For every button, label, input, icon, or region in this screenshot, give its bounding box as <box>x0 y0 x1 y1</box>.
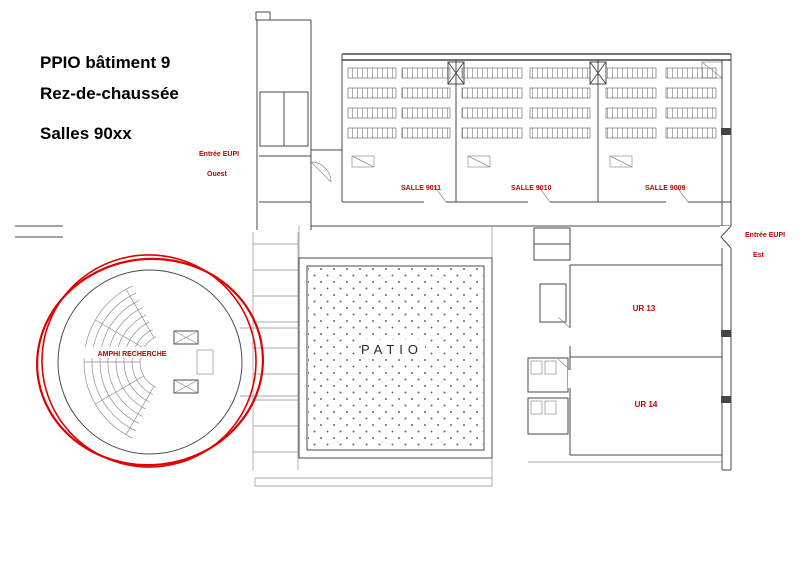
title-line-3: Salles 90xx <box>40 124 132 143</box>
patio: PATIO <box>298 257 493 459</box>
title-block: PPIO bâtiment 9 Rez-de-chaussée Salles 9… <box>40 53 179 143</box>
amphi-stage-boxes <box>173 330 214 394</box>
left-wing <box>255 11 312 230</box>
amphi-annotation-circle <box>36 254 264 468</box>
main-corridor <box>15 225 731 258</box>
amphi-label: AMPHI RECHERCHE <box>98 351 167 358</box>
stairs-and-wc <box>527 227 571 435</box>
ur13-label: UR 13 <box>633 304 656 313</box>
ur14-label: UR 14 <box>635 400 658 409</box>
salle-9010-label: SALLE 9010 <box>511 185 552 192</box>
entree-est-label-line1: Entrée EUPI <box>745 232 785 239</box>
desk-rows-salle-9011 <box>347 67 451 139</box>
salle-9011-label: SALLE 9011 <box>401 185 441 192</box>
entree-est-label-line2: Est <box>753 252 765 259</box>
amphitheatre: AMPHI RECHERCHE <box>57 269 243 455</box>
entree-ouest-label-line2: Ouest <box>207 171 228 178</box>
ur-rooms <box>557 264 723 456</box>
bottom-walls <box>254 458 722 487</box>
ramp-strip <box>240 232 299 470</box>
title-line-1: PPIO bâtiment 9 <box>40 53 170 72</box>
desk-rows-salle-9010 <box>461 67 591 139</box>
room-labels: SALLE 9011 SALLE 9010 SALLE 9009 UR 13 U… <box>401 185 686 409</box>
east-entrance-arrow-icon <box>720 225 732 249</box>
salle-9009-label: SALLE 9009 <box>645 185 686 192</box>
entree-ouest-label-line1: Entrée EUPI <box>199 151 239 158</box>
patio-label: PATIO <box>361 342 423 357</box>
classrooms-block <box>341 53 731 203</box>
amphi-seating-arcs <box>83 285 157 439</box>
desk-rows-salle-9009 <box>605 67 717 139</box>
title-line-2: Rez-de-chaussée <box>40 84 179 103</box>
entrance-labels: Entrée EUPI Ouest Entrée EUPI Est <box>199 151 785 259</box>
west-vestibule <box>310 149 343 202</box>
teacher-desks <box>351 155 633 168</box>
